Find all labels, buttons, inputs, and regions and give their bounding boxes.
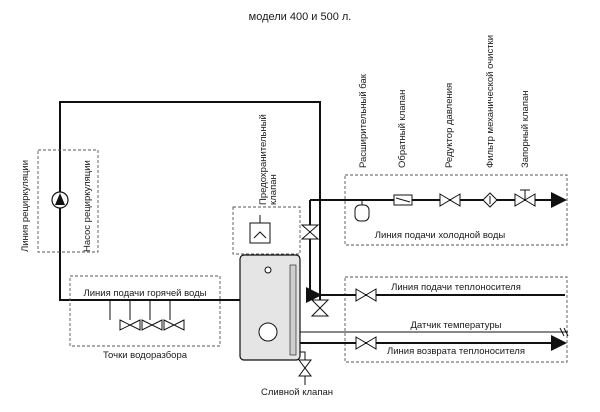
safety-valve-label-1: Предохранительный	[258, 114, 269, 205]
drain-valve-label: Сливной клапан	[261, 387, 333, 398]
draw-point-valves-icon	[119, 319, 185, 331]
heat-return-valve-icon	[355, 336, 377, 350]
water-heater-tank	[239, 254, 301, 361]
diagram-title: модели 400 и 500 л.	[249, 11, 352, 23]
cold-water-line-label: Линия подачи холодной воды	[375, 230, 506, 241]
hot-water-pipe	[59, 290, 240, 301]
cold-water-valve-on-riser-icon	[300, 224, 320, 240]
recirculation-pump-icon	[51, 191, 69, 209]
shutoff-valve-icon	[514, 189, 536, 207]
pressure-reducer-label: Редуктор давления	[444, 83, 455, 168]
check-valve-icon	[393, 194, 413, 206]
heat-return-line-label: Линия возврата теплоносителя	[387, 346, 525, 357]
filter-icon	[482, 192, 498, 208]
safety-valve-icon	[249, 215, 271, 244]
check-valve-label: Обратный клапан	[397, 90, 408, 168]
safety-valve-box	[232, 206, 301, 255]
heat-supply-line-label: Линия подачи теплоносителя	[391, 282, 521, 293]
drain-valve-icon	[298, 359, 312, 377]
draw-point-branches	[109, 300, 171, 320]
recirculation-box	[37, 149, 99, 253]
filter-label: Фильтр механической очистки	[485, 35, 496, 168]
pressure-reducer-icon	[439, 193, 461, 207]
temp-sensor-label: Датчик температуры	[411, 320, 502, 331]
temp-sensor-break-icon	[559, 327, 569, 337]
recirculation-pump-label: Насос рециркуляции	[82, 160, 93, 252]
tank-connection-valve-icon	[310, 299, 330, 317]
cold-water-box	[344, 174, 568, 246]
draw-points-label: Точки водоразбора	[103, 350, 188, 361]
heat-supply-valve-icon	[355, 288, 377, 302]
heating-box	[344, 276, 568, 363]
hot-water-box	[69, 275, 221, 347]
recirculation-line-label: Линия рециркуляции	[20, 160, 31, 252]
hot-water-line-label: Линия подачи горячей воды	[83, 288, 206, 299]
expansion-tank-icon	[354, 200, 370, 222]
shutoff-valve-label: Запорный клапан	[520, 90, 531, 168]
expansion-tank-label: Расширительный бак	[358, 73, 369, 168]
safety-valve-label-2: клапан	[268, 174, 279, 205]
